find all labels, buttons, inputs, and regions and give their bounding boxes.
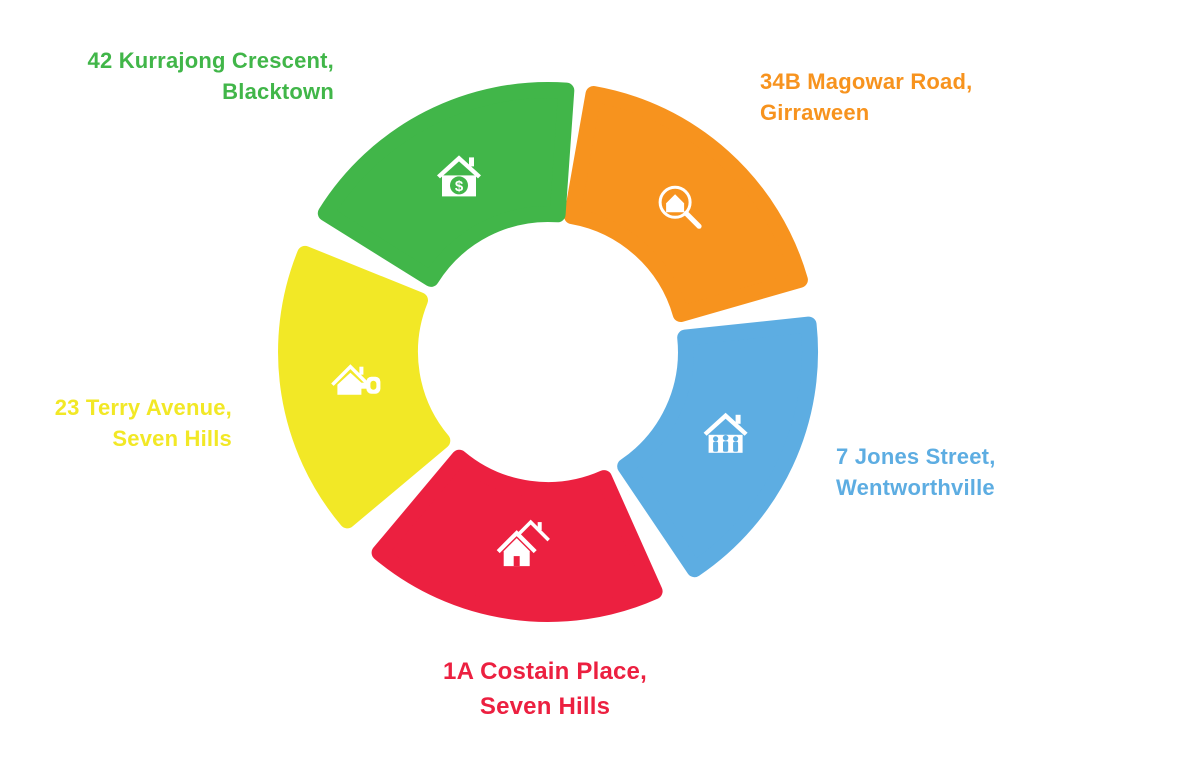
segment-red — [371, 449, 663, 622]
address-line1: 34B Magowar Road, — [760, 69, 973, 94]
segment-orange — [564, 86, 808, 322]
address-line1: 42 Kurrajong Crescent, — [87, 48, 334, 73]
segment-blue — [617, 316, 819, 578]
address-line2: Girraween — [760, 100, 870, 125]
address-line2: Wentworthville — [836, 475, 995, 500]
segment-green: $ — [317, 82, 575, 287]
label-red: 1A Costain Place, Seven Hills — [390, 654, 700, 724]
address-line1: 1A Costain Place, — [443, 658, 647, 685]
label-blue: 7 Jones Street, Wentworthville — [836, 441, 996, 503]
label-yellow: 23 Terry Avenue, Seven Hills — [55, 392, 232, 454]
segment-orange-shape — [564, 86, 808, 322]
svg-text:$: $ — [455, 178, 464, 195]
address-line2: Seven Hills — [479, 693, 611, 720]
segment-yellow — [278, 245, 451, 529]
houses-icon — [496, 519, 550, 567]
address-line2: Blacktown — [222, 79, 334, 104]
address-line1: 7 Jones Street, — [836, 444, 996, 469]
address-line2: Seven Hills — [112, 426, 232, 451]
label-green: 42 Kurrajong Crescent, Blacktown — [88, 45, 334, 107]
house-family-icon — [703, 412, 748, 453]
address-line1: 23 Terry Avenue, — [54, 395, 232, 420]
house-key-icon — [331, 364, 381, 395]
label-orange: 34B Magowar Road, Girraween — [760, 66, 972, 128]
house-dollar-icon: $ — [437, 155, 481, 197]
house-search-icon — [658, 185, 702, 229]
